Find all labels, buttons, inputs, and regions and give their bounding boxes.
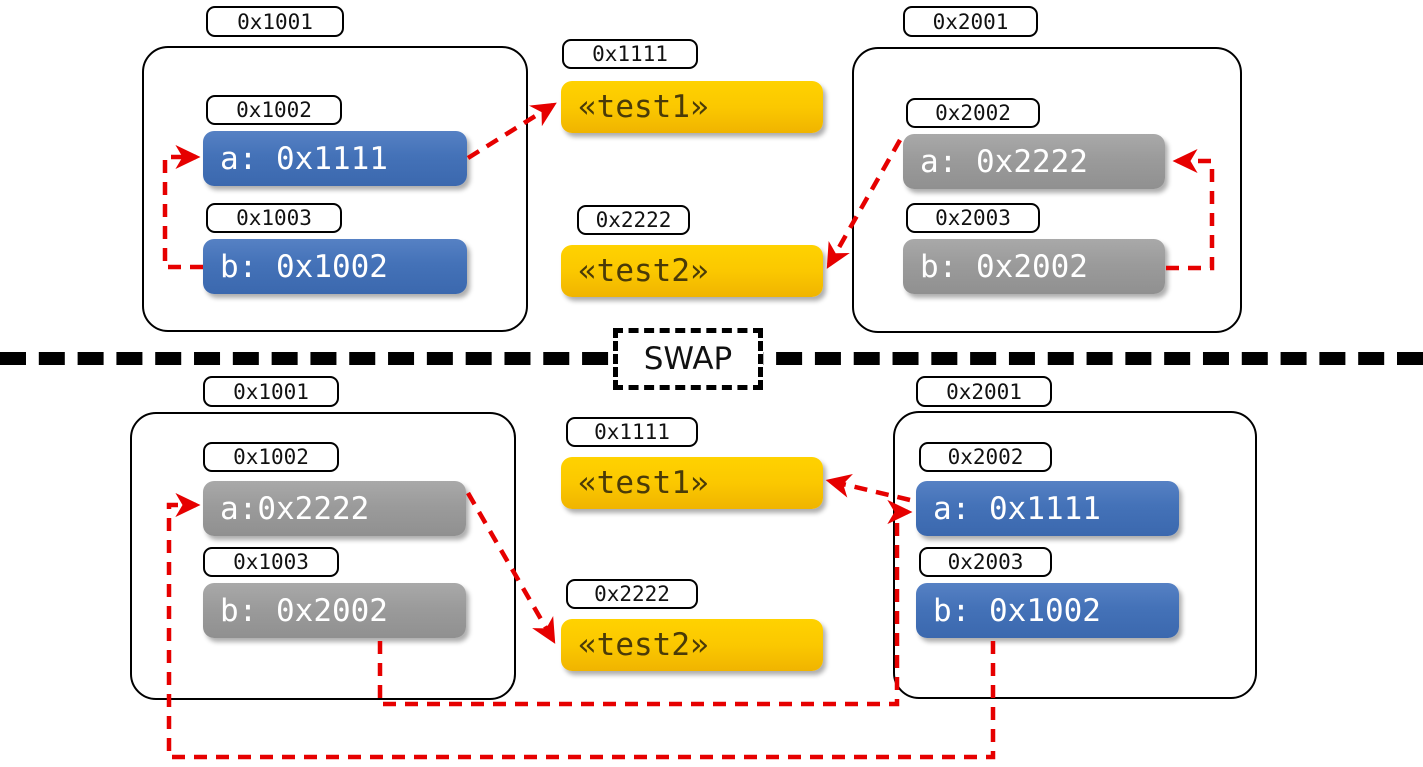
var-slot-right-b-after: b: 0x1002 [916,583,1179,638]
address-label-left-frame-before: 0x1001 [206,6,344,37]
address-label-right-b-after: 0x2003 [919,547,1052,577]
address-label-right-frame-before: 0x2001 [903,6,1038,37]
var-slot-left-a-after: a:0x2222 [203,481,466,536]
address-label-heap-test1-before: 0x1111 [562,39,698,69]
heap-object-test1-after: «test1» [561,457,823,509]
address-label-right-a-before: 0x2002 [906,98,1040,128]
address-label-left-frame-after: 0x1001 [203,376,339,407]
address-label-heap-test2-before: 0x2222 [577,205,690,235]
address-label-right-b-before: 0x2003 [906,203,1040,233]
address-label-left-a-before: 0x1002 [206,95,342,125]
var-slot-right-a-before: a: 0x2222 [903,134,1165,189]
heap-object-test2-before: «test2» [561,245,823,297]
heap-object-test1-before: «test1» [561,81,823,133]
address-label-left-b-after: 0x1003 [203,547,339,577]
var-slot-left-a-before: a: 0x1111 [203,131,467,186]
heap-object-test2-after: «test2» [561,619,823,671]
var-slot-left-b-before: b: 0x1002 [203,239,467,294]
var-slot-right-a-after: a: 0x1111 [916,481,1179,536]
address-label-heap-test2-after: 0x2222 [566,579,698,609]
var-slot-right-b-before: b: 0x2002 [903,239,1165,294]
address-label-right-a-after: 0x2002 [919,442,1052,472]
swap-label: SWAP [613,328,763,390]
address-label-heap-test1-after: 0x1111 [566,417,698,447]
address-label-right-frame-after: 0x2001 [916,376,1052,407]
var-slot-left-b-after: b: 0x2002 [203,583,466,638]
address-label-left-a-after: 0x1002 [203,442,339,472]
address-label-left-b-before: 0x1003 [206,203,342,233]
